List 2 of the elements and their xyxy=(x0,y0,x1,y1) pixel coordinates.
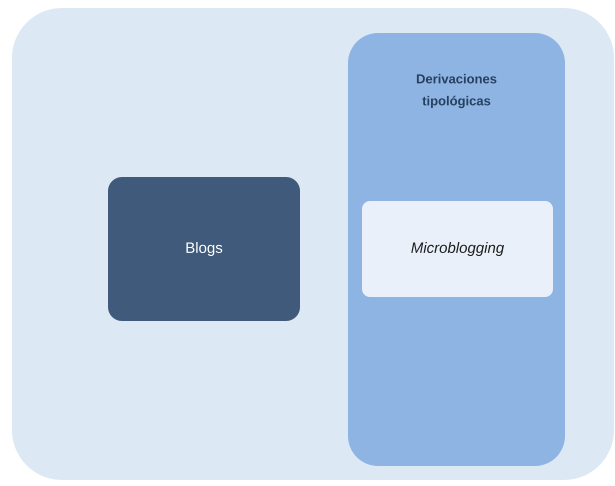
process-box: Microblogging xyxy=(362,201,553,297)
process-box: Blogs xyxy=(108,177,300,321)
